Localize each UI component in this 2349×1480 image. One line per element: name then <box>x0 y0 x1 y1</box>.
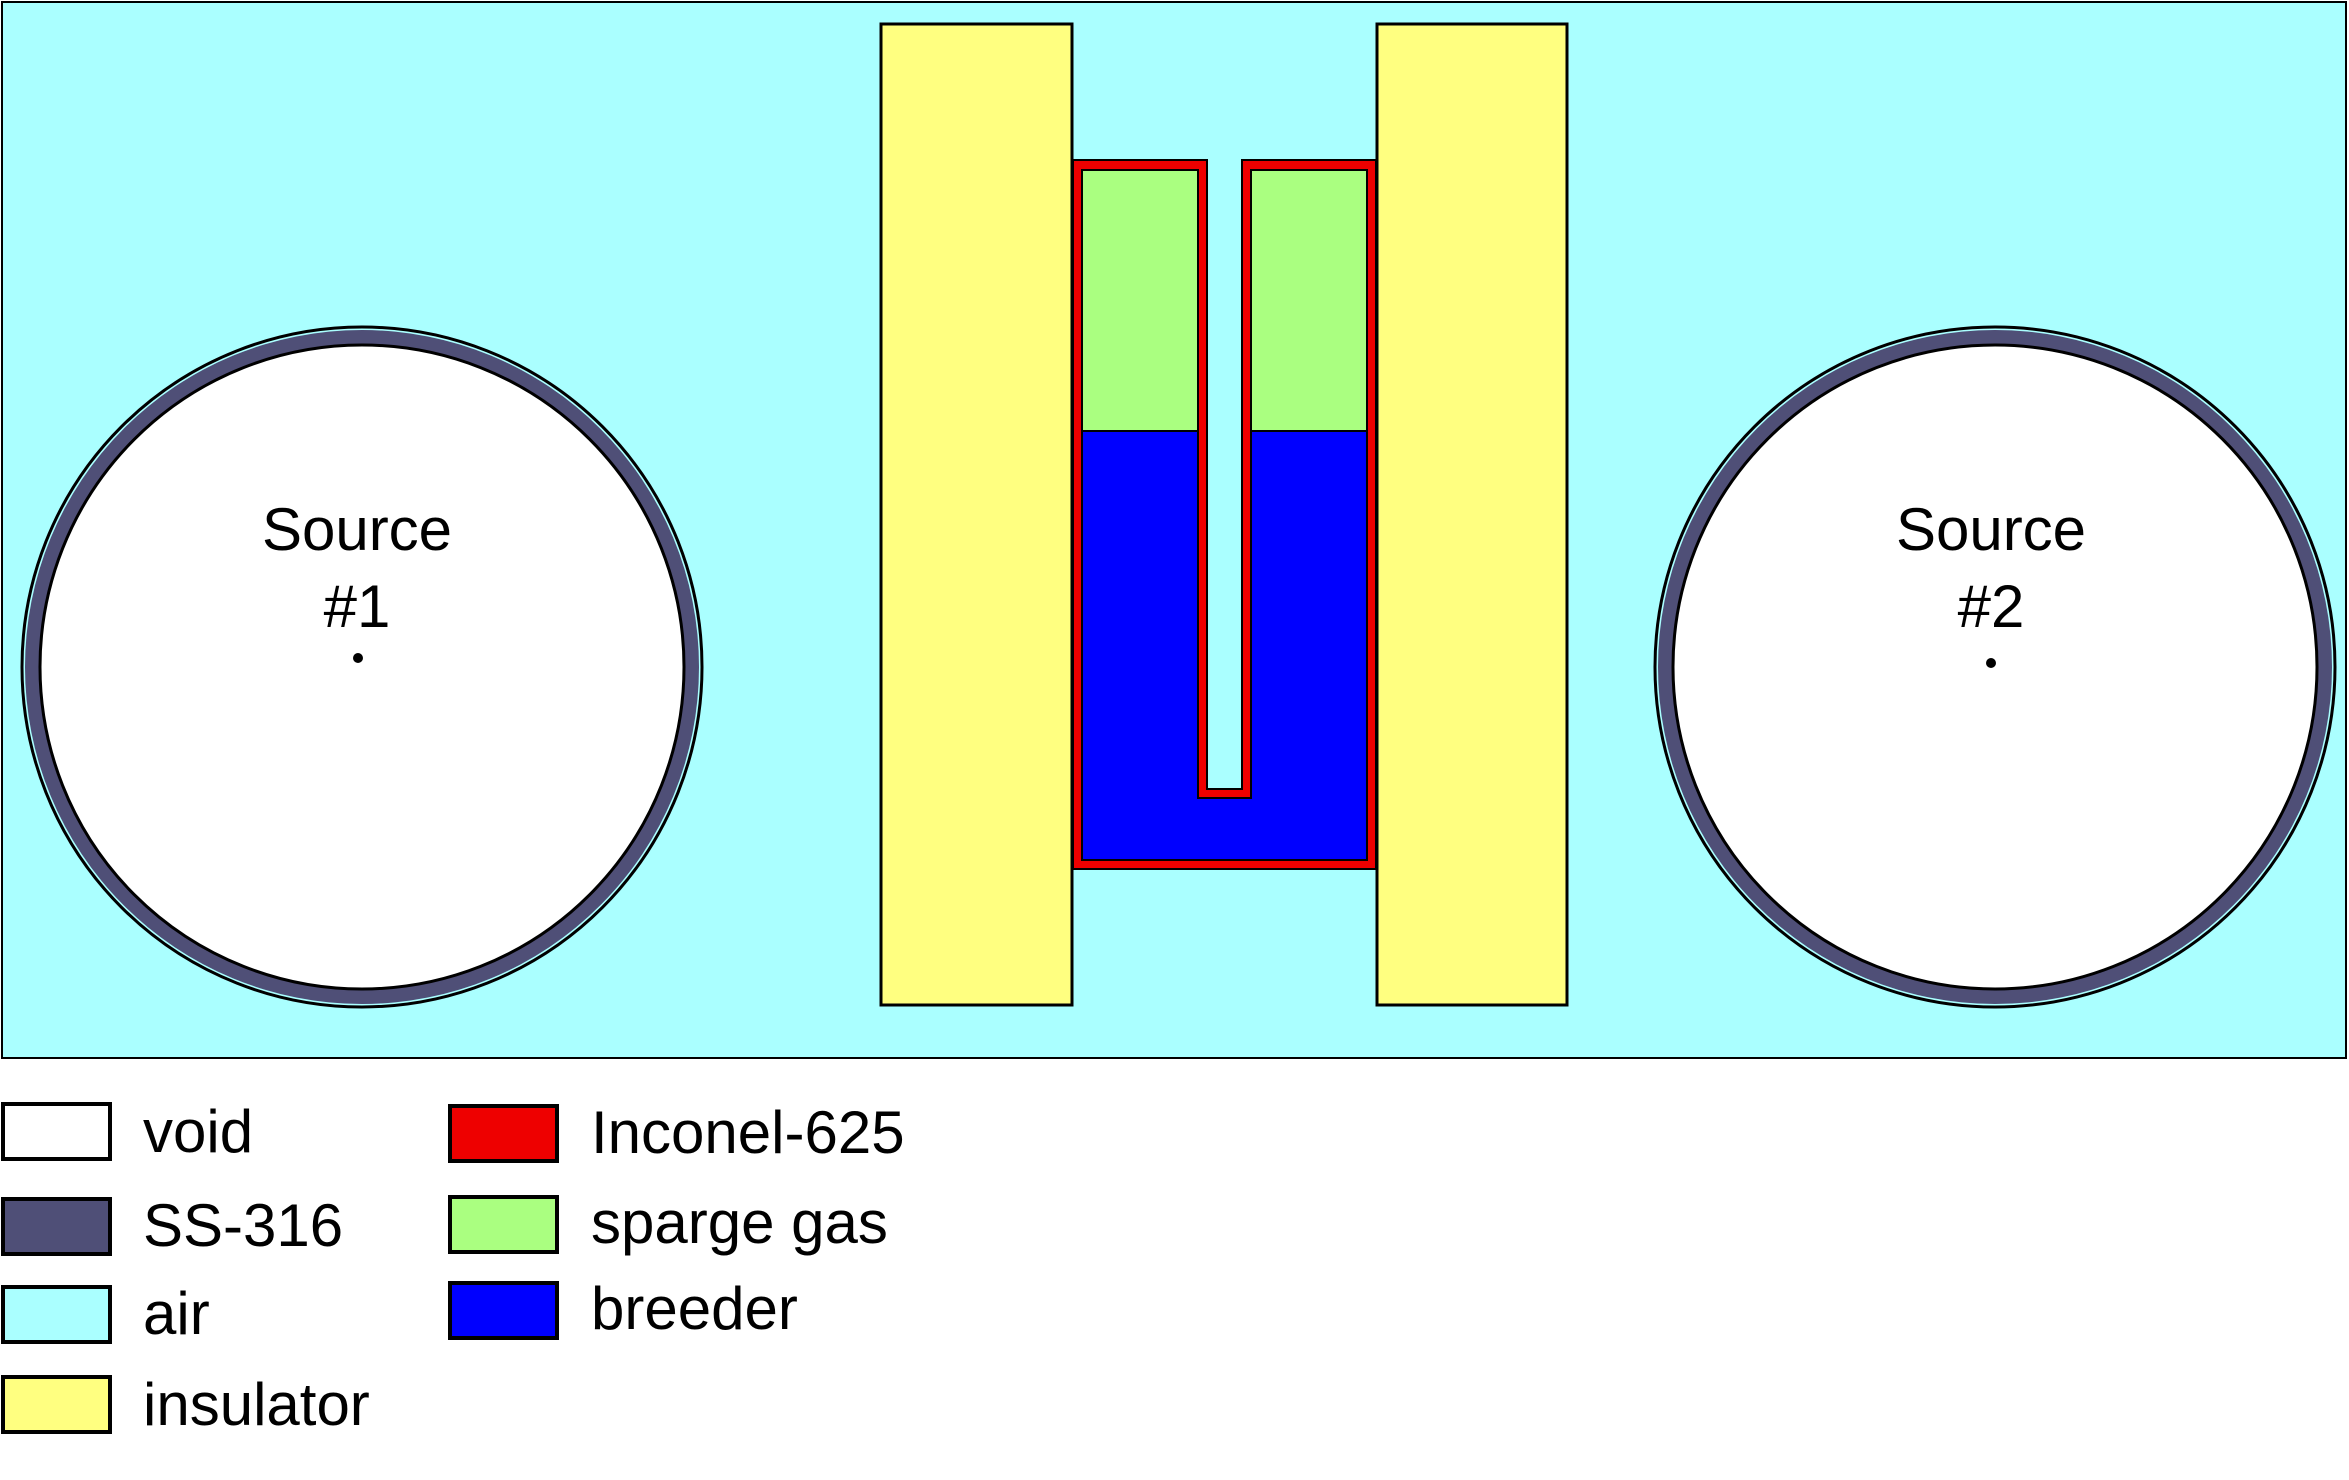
source-1-label-line1: Source <box>262 496 452 563</box>
source-2-label-line1: Source <box>1896 496 2086 563</box>
source-1-outer-outline <box>20 325 704 1009</box>
legend-swatch-air <box>1 1285 112 1344</box>
legend: void SS-316 air insulator Inconel-625 sp… <box>1 1098 905 1438</box>
legend-item-void: void <box>1 1098 253 1165</box>
source-1: Source #1 <box>20 325 704 1009</box>
legend-label-sparge-gas: sparge gas <box>591 1189 888 1256</box>
insulator-right <box>1375 22 1569 1007</box>
insulator-left <box>879 22 1074 1007</box>
source-2-label-line2: #2 <box>1958 573 2025 640</box>
breeder-region <box>1081 430 1368 861</box>
sparge-gas-right <box>1250 169 1368 432</box>
source-1-label-line2: #1 <box>324 573 391 640</box>
legend-swatch-breeder <box>448 1281 559 1340</box>
legend-label-air: air <box>143 1280 210 1347</box>
source-2-outer-outline <box>1653 325 2337 1009</box>
legend-item-breeder: breeder <box>448 1275 798 1342</box>
legend-item-inconel: Inconel-625 <box>448 1099 905 1166</box>
legend-swatch-ss316 <box>1 1197 112 1256</box>
legend-swatch-inconel <box>448 1104 559 1163</box>
legend-label-insulator: insulator <box>143 1371 370 1438</box>
legend-item-ss316: SS-316 <box>1 1192 343 1259</box>
legend-swatch-insulator <box>1 1375 112 1434</box>
legend-swatch-void <box>1 1102 112 1161</box>
source-1-point <box>353 653 363 663</box>
legend-item-insulator: insulator <box>1 1371 370 1438</box>
legend-swatch-sparge-gas <box>448 1195 559 1254</box>
legend-item-sparge-gas: sparge gas <box>448 1189 888 1256</box>
source-1-void <box>38 343 686 991</box>
legend-label-void: void <box>143 1098 253 1165</box>
legend-label-ss316: SS-316 <box>143 1192 343 1259</box>
legend-label-inconel: Inconel-625 <box>591 1099 905 1166</box>
source-2-point <box>1986 658 1996 668</box>
legend-label-breeder: breeder <box>591 1275 798 1342</box>
source-2-void <box>1671 343 2319 991</box>
legend-item-air: air <box>1 1280 210 1347</box>
source-2: Source #2 <box>1653 325 2337 1009</box>
sparge-gas-left <box>1081 169 1199 432</box>
